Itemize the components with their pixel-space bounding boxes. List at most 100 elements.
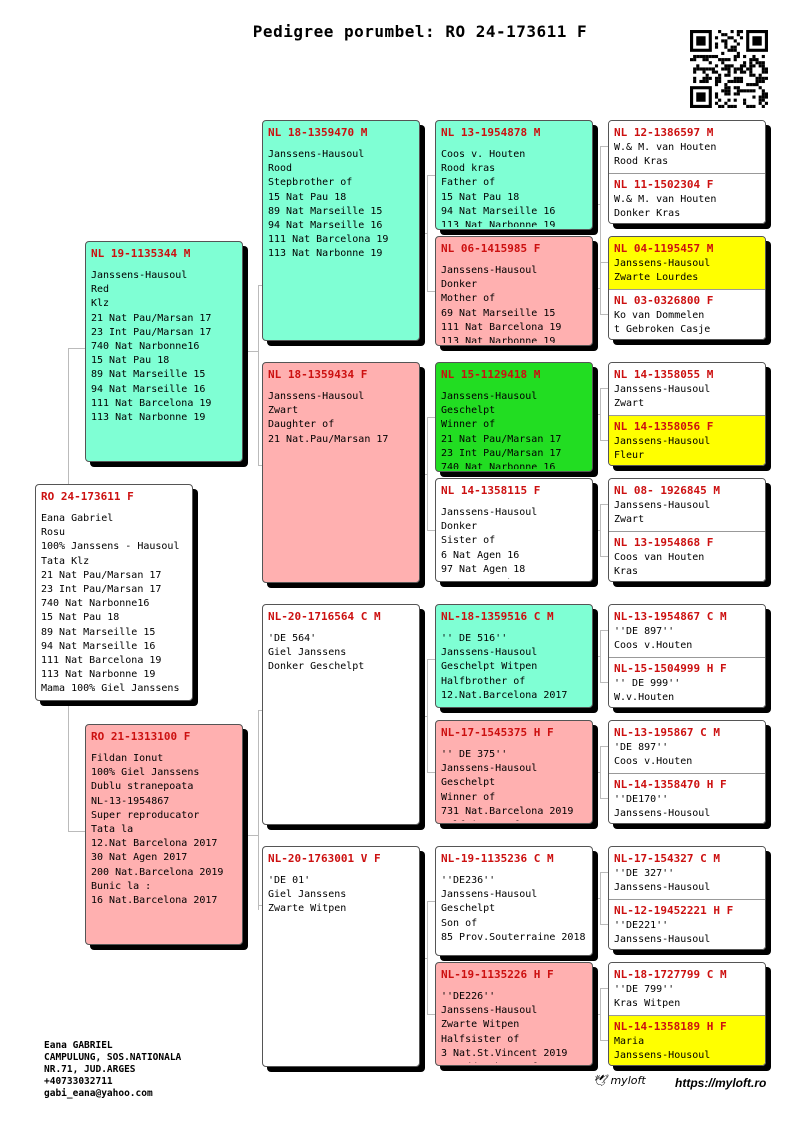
- detail-line: ''DE 897'': [614, 626, 675, 637]
- ring-number: NL 14-1358115 F: [441, 484, 541, 497]
- ring-number: NL-18-1359516 C M: [441, 610, 554, 623]
- detail-line: Janssens-Hausoul: [614, 258, 711, 269]
- pedigree-card[interactable]: NL-12-19452221 H F''DE221''Janssens-Haus…: [609, 899, 765, 949]
- detail-line: 15 Nat Pau 18: [441, 191, 520, 203]
- pedigree-card[interactable]: NL-19-1135226 H F''DE226''Janssens-Hauso…: [435, 962, 593, 1066]
- detail-line: 94 Nat Marseille 16: [41, 640, 156, 652]
- ring-number: NL-20-1716564 C M: [268, 610, 381, 623]
- connector-line: [600, 1040, 608, 1041]
- connector-line: [600, 388, 601, 440]
- detail-line: Janssens-Hausoul: [614, 882, 711, 894]
- detail-line: Zwart: [268, 405, 299, 417]
- ring-number: NL-13-1954867 C M: [614, 610, 727, 623]
- connector-line: [258, 710, 259, 910]
- detail-line: 740 Nat Narbonne 16: [441, 462, 556, 469]
- connector-line: [68, 348, 85, 349]
- detail-line: Super reproducator: [91, 809, 200, 821]
- pedigree-card[interactable]: NL-17-154327 C M''DE 327''Janssens-Hauso…: [609, 847, 765, 899]
- connector-line: [593, 1014, 600, 1015]
- detail-line: Daughter of: [268, 419, 335, 431]
- connector-line: [243, 835, 258, 836]
- detail-line: Red: [91, 284, 110, 296]
- connector-line: [68, 701, 69, 831]
- connector-line: [600, 630, 608, 631]
- detail-line: Janssens-Hausoul: [441, 265, 538, 276]
- detail-line: Coos v.Houten: [614, 640, 693, 652]
- connector-line: [600, 262, 608, 263]
- detail-line: Dublu stranepoata: [41, 697, 189, 699]
- connector-line: [600, 872, 601, 924]
- detail-line: 94 Nat Marseille 16: [91, 383, 206, 395]
- detail-line: Janssens-Hausoul: [441, 647, 538, 659]
- connector-line: [258, 285, 259, 465]
- website-link[interactable]: https://myloft.ro: [675, 1076, 767, 1090]
- connector-line: [427, 901, 428, 1014]
- connector-line: [600, 504, 601, 556]
- connector-line: [600, 440, 608, 441]
- pedigree-card[interactable]: NL-19-1135236 C M''DE236''Janssens-Hauso…: [435, 846, 593, 956]
- breeder-info: Eana GABRIEL CAMPULUNG, SOS.NATIONALA NR…: [44, 1040, 181, 1100]
- detail-line: Maria: [614, 1036, 645, 1047]
- detail-line: 94 Nat Marseille 16: [268, 220, 383, 232]
- detail-line: 111 Nat Barcelona 19: [41, 655, 162, 667]
- divider: [609, 773, 765, 774]
- bird-details: 'DE 897''Coos v.Houten: [614, 741, 764, 771]
- pedigree-card[interactable]: NL-15-1504999 H F'' DE 999''W.v.Houten: [609, 657, 765, 707]
- detail-line: Kras Witpen: [614, 998, 681, 1010]
- connector-line: [600, 872, 608, 873]
- ring-number: NL 12-1386597 M: [614, 126, 714, 139]
- connector-line: [427, 772, 435, 773]
- pedigree-card[interactable]: NL-14-1358470 H F''DE170''Janssens-Houso…: [609, 773, 765, 823]
- detail-line: Donker: [441, 521, 478, 533]
- divider: [609, 531, 765, 532]
- detail-line: 85 Prov.Souterraine 2018: [441, 931, 586, 943]
- detail-line: 100% Giel Janssens: [91, 767, 200, 779]
- pedigree-pair: NL-17-154327 C M''DE 327''Janssens-Hauso…: [608, 846, 766, 950]
- detail-line: t Gebroken Casje: [614, 324, 711, 336]
- detail-line: Giel Janssens: [268, 889, 347, 901]
- detail-line: 30 Nat Agen 2017: [91, 852, 188, 864]
- detail-line: Geschelpt Witpen: [441, 661, 538, 673]
- pedigree-card[interactable]: NL-17-1545375 H F'' DE 375''Janssens-Hau…: [435, 720, 593, 824]
- pedigree-card[interactable]: NL-13-1954867 C M ''DE 897'' Coos v.Houten: [609, 605, 765, 657]
- divider: [609, 1015, 765, 1016]
- connector-line: [593, 772, 600, 773]
- detail-line: Bunic la :: [91, 880, 152, 892]
- ring-number: NL 13-1954878 M: [441, 126, 541, 139]
- ring-number: NL 18-1359434 F: [268, 368, 368, 381]
- pedigree-card[interactable]: NL-13-195867 C M'DE 897''Coos v.Houten: [609, 721, 765, 773]
- detail-line: Zwarte Lourdes: [614, 272, 699, 284]
- ring-number: NL 04-1195457 M: [614, 242, 714, 255]
- pedigree-card[interactable]: NL-18-1727799 C M''DE 799''Kras Witpen: [609, 963, 765, 1015]
- pedigree-card[interactable]: NL-18-1359516 C M'' DE 516''Janssens-Hau…: [435, 604, 593, 708]
- detail-line: Rosu: [41, 527, 66, 539]
- connector-line: [593, 204, 600, 205]
- detail-line: Coos v. Houten: [441, 149, 526, 160]
